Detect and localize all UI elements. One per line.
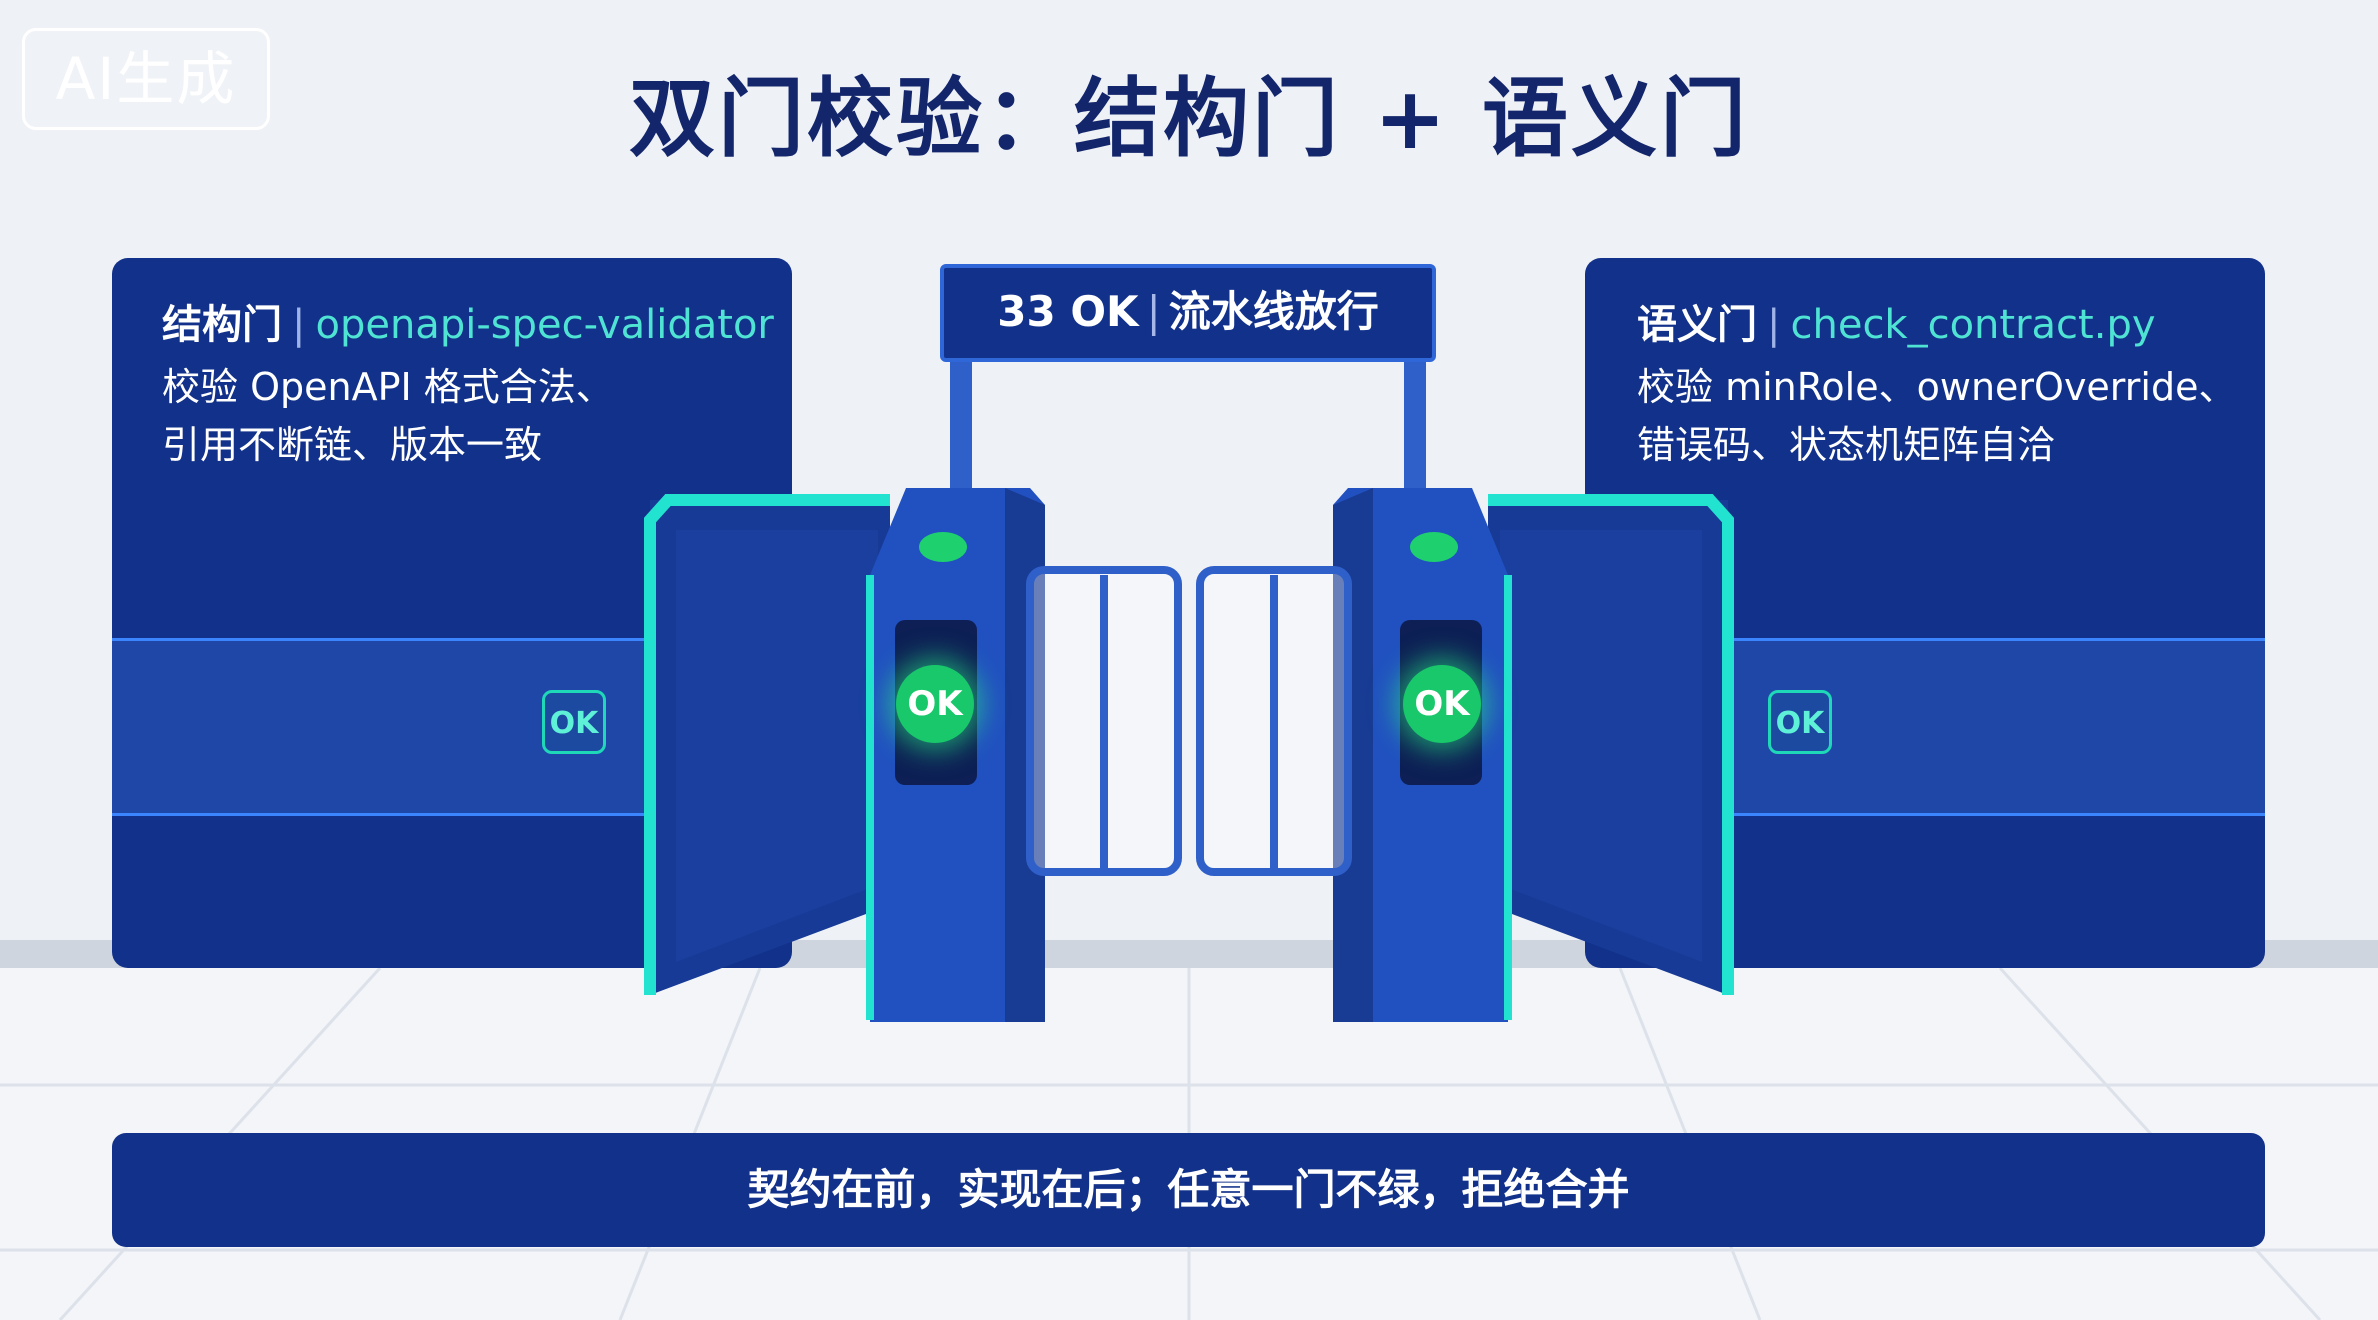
left-pillar: [866, 488, 1045, 1022]
structure-gate-desc-line1: 校验 OpenAPI 格式合法、: [162, 365, 614, 409]
pipeline-status-sign: 33 OK|流水线放行: [940, 264, 1436, 362]
structure-gate-desc-line2: 引用不断链、版本一致: [162, 423, 543, 467]
semantic-gate-description: 校验 minRole、ownerOverride、 错误码、状态机矩阵自洽: [1637, 358, 2237, 474]
barrier-doors: [1026, 566, 1352, 876]
sign-separator: |: [1146, 287, 1161, 336]
semantic-gate-ok-badge: OK: [1768, 690, 1832, 754]
ai-generated-watermark: AI生成: [22, 28, 270, 130]
structure-gate-description: 校验 OpenAPI 格式合法、 引用不断链、版本一致: [162, 358, 762, 474]
left-pillar-ok-indicator: OK: [896, 665, 974, 743]
semantic-gate-name: 语义门: [1637, 302, 1757, 348]
page-title: 双门校验：结构门 + 语义门: [629, 69, 1749, 169]
left-wing: [644, 494, 890, 995]
heading-separator: |: [1767, 302, 1781, 348]
sign-status: 33 OK: [997, 287, 1139, 336]
sign-post-left: [950, 360, 972, 520]
semantic-gate-tool: check_contract.py: [1790, 302, 2156, 348]
right-pillar-ok-indicator: OK: [1403, 665, 1481, 743]
semantic-gate-heading: 语义门|check_contract.py: [1637, 292, 2156, 350]
right-wing: [1488, 494, 1734, 995]
structure-gate-name: 结构门: [162, 302, 282, 348]
sign-text: 流水线放行: [1168, 287, 1379, 336]
semantic-gate-panel: 语义门|check_contract.py 校验 minRole、ownerOv…: [1585, 258, 2265, 968]
heading-separator: |: [292, 302, 306, 348]
structure-gate-ok-badge: OK: [542, 690, 606, 754]
semantic-gate-desc-line2: 错误码、状态机矩阵自洽: [1637, 423, 2056, 467]
semantic-gate-desc-line1: 校验 minRole、ownerOverride、: [1637, 365, 2237, 409]
sign-post-right: [1404, 360, 1426, 520]
structure-gate-heading: 结构门|openapi-spec-validator: [162, 292, 774, 350]
structure-gate-tool: openapi-spec-validator: [315, 302, 774, 348]
footer-banner: 契约在前，实现在后；任意一门不绿，拒绝合并: [112, 1133, 2265, 1247]
right-pillar: [1333, 488, 1512, 1022]
